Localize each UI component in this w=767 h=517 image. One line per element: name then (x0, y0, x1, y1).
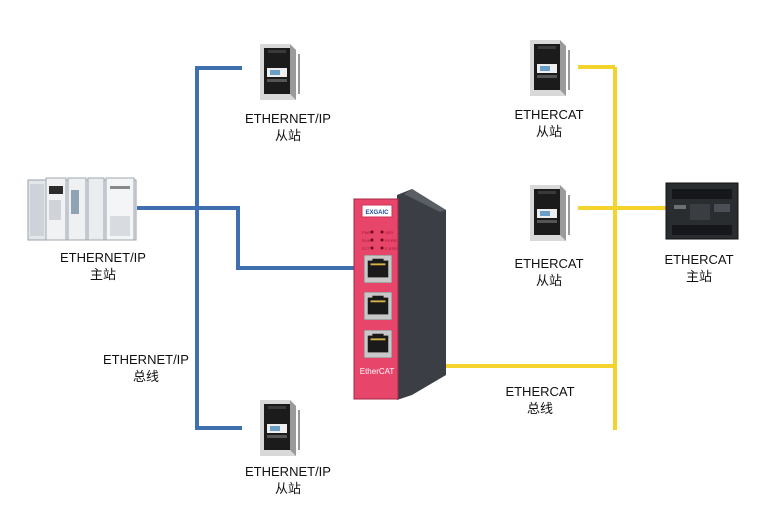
led-label-run: RUN (362, 238, 371, 243)
led-label-ser: SER (385, 230, 393, 235)
ethernet-ip-bus-lines (137, 66, 357, 430)
gateway-brand: EXGAIC (365, 210, 389, 216)
port-3-rj45-icon (364, 330, 392, 358)
compact-plc-icon (665, 182, 739, 240)
eip-slave-top-drive-icon (259, 43, 300, 101)
eip-master-link (137, 206, 357, 270)
ecat-slave-top-drive-icon (529, 39, 570, 97)
eip-trunk (195, 66, 242, 430)
led-label-eerr: E.ERR (385, 246, 397, 251)
plc-rack-icon (27, 177, 137, 241)
gateway-side-panel (397, 189, 446, 400)
ecat-slave-mid-drive-icon (529, 184, 570, 242)
gateway-logo-plate (361, 204, 393, 218)
led-label-ect: ECT (362, 246, 371, 251)
led-label-perr: P.ERR (385, 238, 397, 243)
port-2-rj45-icon (364, 292, 392, 320)
gateway-model: EtherCAT (360, 367, 395, 376)
eip-slave-bottom-drive-icon (259, 399, 300, 457)
port-1-rj45-icon (364, 255, 392, 283)
gateway-leds: PWR RUN ECT SER P.ERR E.ERR (362, 230, 397, 251)
ethercat-bus-lines (435, 65, 666, 430)
gateway-device-icon: EXGAIC PWR RUN ECT SER P.ERR E.ERR Ether… (353, 189, 446, 400)
led-label-pwr: PWR (362, 230, 371, 235)
